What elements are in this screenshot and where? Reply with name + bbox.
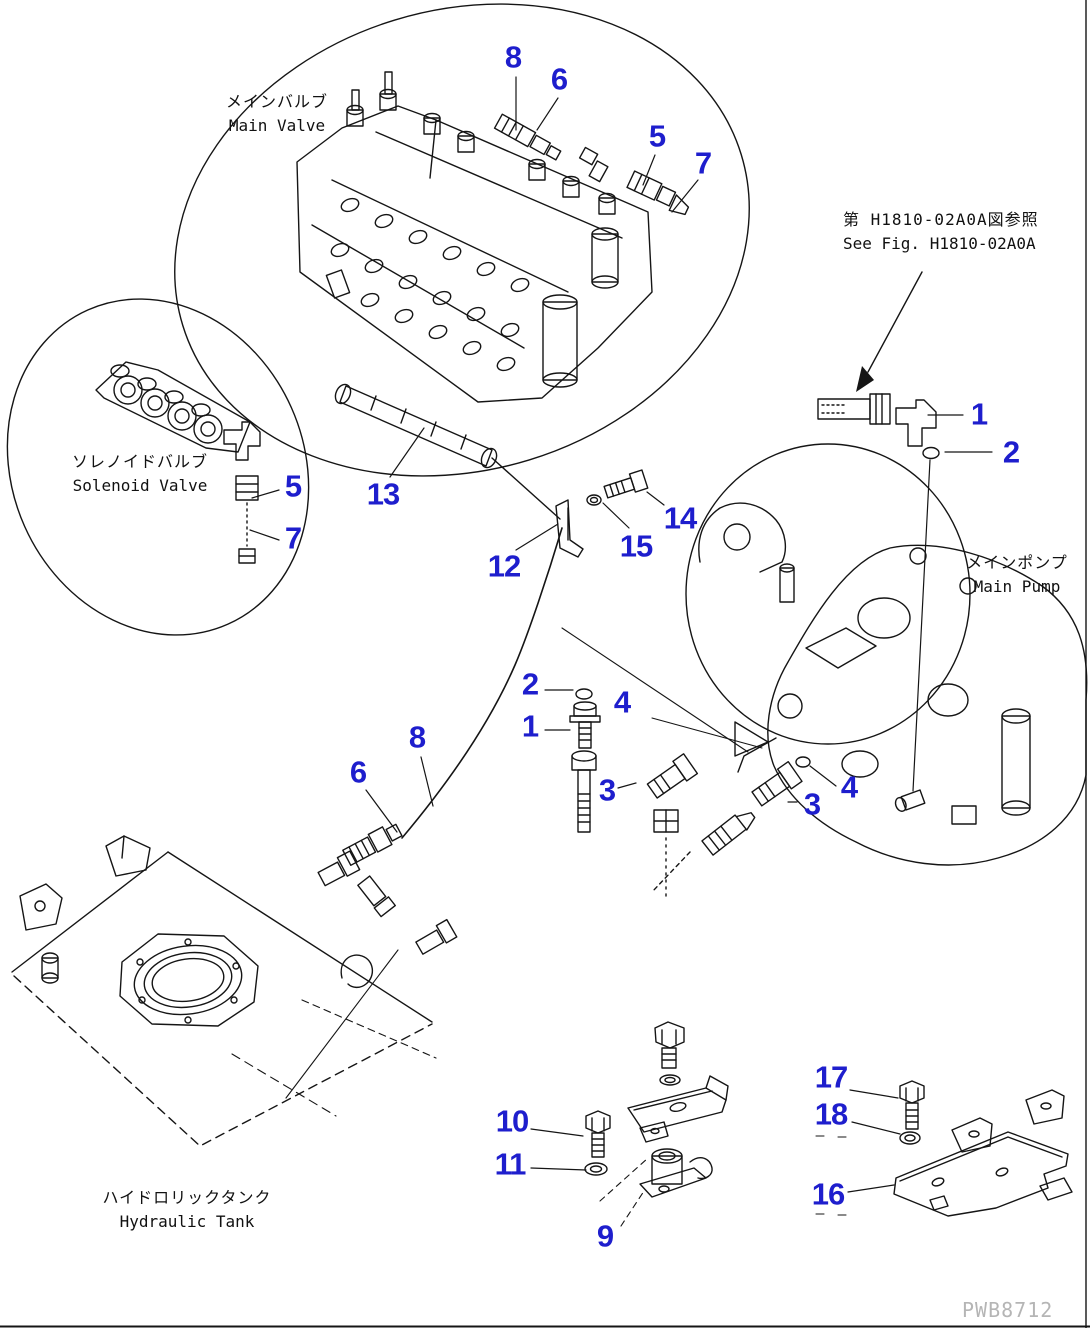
callout-12: 12 bbox=[487, 548, 521, 584]
main-valve-label-jp: メインバルブ bbox=[225, 92, 329, 111]
watermark: PWB8712 bbox=[962, 1298, 1054, 1322]
leader-lines bbox=[249, 76, 993, 1193]
hydraulic-tank-label-jp: ハイドロリックタンク bbox=[102, 1188, 272, 1207]
solenoid-valve-label: ソレノイドバルブ Solenoid Valve bbox=[72, 450, 208, 498]
callout-7: 7 bbox=[284, 520, 302, 556]
callout-6: 6 bbox=[550, 61, 568, 97]
solenoid-valve-label-jp: ソレノイドバルブ bbox=[71, 452, 209, 471]
callout-3: 3 bbox=[803, 786, 821, 822]
callout-15: 15 bbox=[619, 528, 653, 564]
callout-8: 8 bbox=[504, 39, 522, 75]
callout-8: 8 bbox=[408, 719, 426, 755]
callout-5: 5 bbox=[648, 118, 666, 154]
callout-3: 3 bbox=[598, 772, 616, 808]
main-valve-label-en: Main Valve bbox=[228, 116, 326, 135]
main-pump-drawing bbox=[685, 443, 1088, 866]
main-valve-balloon bbox=[174, 3, 750, 477]
callout-16: 16 bbox=[811, 1176, 845, 1212]
clamp-bracket-12 bbox=[555, 499, 584, 558]
callout-13: 13 bbox=[366, 476, 400, 512]
callout-18: 18 bbox=[814, 1096, 848, 1132]
main-pump-label-jp: メインポンプ bbox=[966, 553, 1068, 572]
bottom-right-group bbox=[815, 1080, 1073, 1217]
top-small-fittings bbox=[578, 146, 609, 183]
callout-7: 7 bbox=[694, 145, 712, 181]
see-fig-note: 第 H1810-02A0A図参照 See Fig. H1810-02A0A bbox=[843, 208, 1039, 256]
top-hose-fitting bbox=[493, 113, 562, 161]
bottom-middle-group bbox=[584, 1021, 729, 1227]
main-pump-label-en: Main Pump bbox=[973, 577, 1061, 596]
hose-drawing bbox=[285, 527, 563, 1099]
callout-1: 1 bbox=[521, 708, 539, 744]
see-fig-fitting-group bbox=[817, 271, 940, 460]
washer-15 bbox=[586, 494, 602, 506]
callout-10: 10 bbox=[495, 1103, 529, 1139]
tube-13-drawing bbox=[334, 383, 561, 520]
callout-17: 17 bbox=[814, 1059, 848, 1095]
callout-2: 2 bbox=[521, 666, 539, 702]
callout-11: 11 bbox=[494, 1146, 527, 1182]
callout-9: 9 bbox=[596, 1218, 614, 1254]
middle-bolt-group bbox=[561, 627, 811, 901]
hydraulic-tank-label: ハイドロリックタンク Hydraulic Tank bbox=[102, 1186, 271, 1234]
main-pump-label: メインポンプ Main Pump bbox=[966, 551, 1068, 599]
solenoid-valve-label-en: Solenoid Valve bbox=[72, 476, 208, 495]
callout-14: 14 bbox=[663, 500, 697, 536]
main-valve-label: メインバルブ Main Valve bbox=[226, 90, 328, 138]
callout-1: 1 bbox=[970, 396, 988, 432]
callout-2: 2 bbox=[1002, 434, 1020, 470]
solenoid-valve-balloon bbox=[6, 298, 310, 636]
callout-4: 4 bbox=[613, 684, 631, 720]
bolt-14 bbox=[603, 469, 649, 499]
hydraulic-tank-drawing bbox=[11, 835, 433, 1147]
hydraulic-tank-label-en: Hydraulic Tank bbox=[119, 1212, 255, 1231]
see-fig-note-en: See Fig. H1810-02A0A bbox=[843, 234, 1036, 253]
callout-5: 5 bbox=[284, 468, 302, 504]
solenoid-valve-drawing bbox=[95, 361, 261, 564]
see-fig-note-jp: 第 H1810-02A0A図参照 bbox=[843, 210, 1039, 229]
top-right-fitting bbox=[626, 170, 690, 216]
callout-4: 4 bbox=[840, 769, 858, 805]
main-valve-drawing bbox=[296, 71, 653, 403]
callout-6: 6 bbox=[349, 754, 367, 790]
